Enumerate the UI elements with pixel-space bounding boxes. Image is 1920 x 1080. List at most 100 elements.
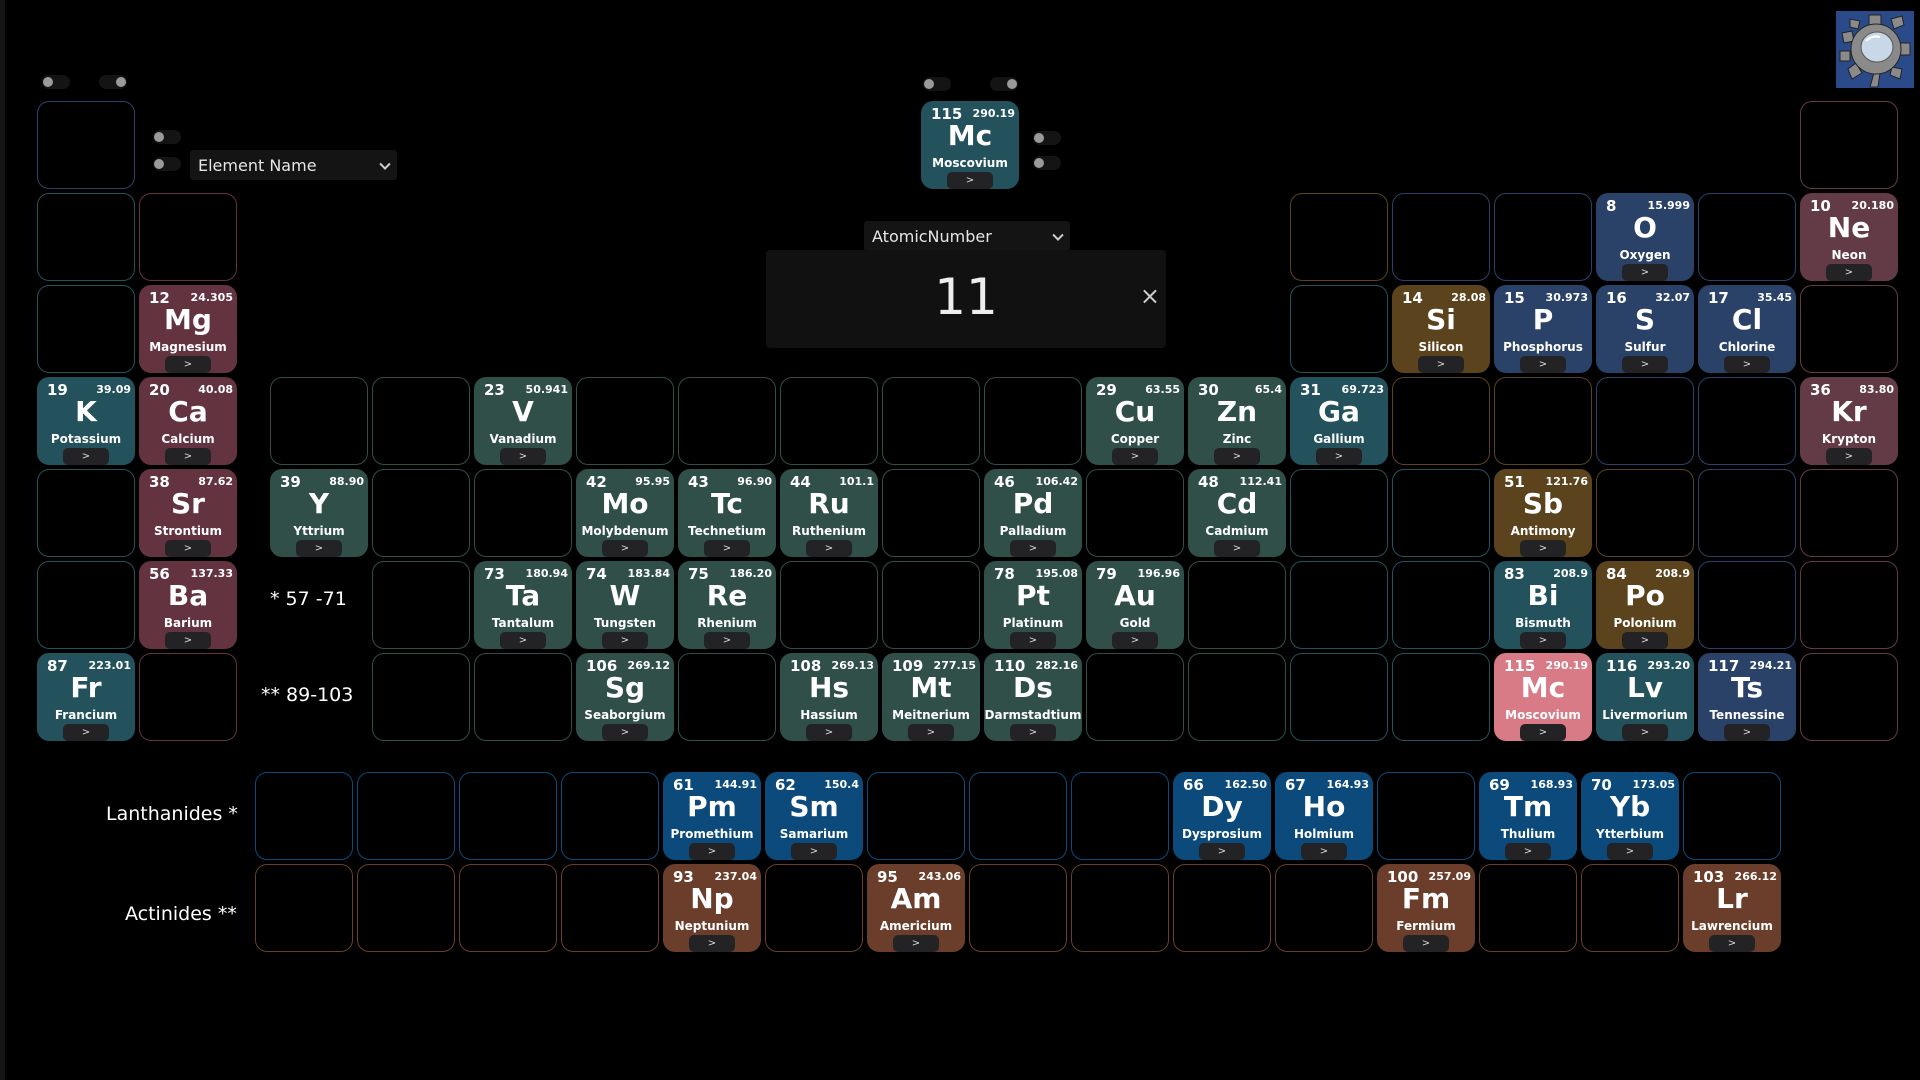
element-cell-sodium[interactable] bbox=[37, 285, 135, 373]
toggle-switch[interactable] bbox=[990, 77, 1018, 91]
element-cell-californium[interactable] bbox=[1173, 864, 1271, 952]
element-cell-osmium[interactable] bbox=[780, 561, 878, 649]
details-button[interactable]: > bbox=[1709, 935, 1755, 952]
details-button[interactable]: > bbox=[791, 843, 837, 860]
details-button[interactable]: > bbox=[1112, 632, 1158, 649]
element-cell-carbon[interactable] bbox=[1392, 193, 1490, 281]
element-cell-selenium[interactable] bbox=[1596, 377, 1694, 465]
element-cell-actinium[interactable] bbox=[255, 864, 353, 952]
element-cell-scandium[interactable] bbox=[270, 377, 368, 465]
details-button[interactable]: > bbox=[165, 632, 211, 649]
element-cell-silver[interactable] bbox=[1086, 469, 1184, 557]
element-cell-erbium[interactable] bbox=[1377, 772, 1475, 860]
element-cell-copernicium[interactable] bbox=[1188, 653, 1286, 741]
element-cell-dubnium[interactable] bbox=[474, 653, 572, 741]
details-button[interactable]: > bbox=[1010, 632, 1056, 649]
details-button[interactable]: > bbox=[1418, 356, 1464, 373]
details-button[interactable]: > bbox=[1826, 448, 1872, 465]
element-cell-titanium[interactable] bbox=[372, 377, 470, 465]
details-button[interactable]: > bbox=[1622, 724, 1668, 741]
element-cell-rubidium[interactable] bbox=[37, 469, 135, 557]
element-cell-boron[interactable] bbox=[1290, 193, 1388, 281]
element-cell-einsteinium[interactable] bbox=[1275, 864, 1373, 952]
details-button[interactable]: > bbox=[806, 724, 852, 741]
details-button[interactable]: > bbox=[1010, 724, 1056, 741]
details-button[interactable]: > bbox=[1403, 935, 1449, 952]
details-button[interactable]: > bbox=[1622, 632, 1668, 649]
details-button[interactable]: > bbox=[1622, 264, 1668, 281]
element-cell-lead[interactable] bbox=[1392, 561, 1490, 649]
element-cell-plutonium[interactable] bbox=[765, 864, 863, 952]
element-cell-uranium[interactable] bbox=[561, 864, 659, 952]
details-button[interactable]: > bbox=[1112, 448, 1158, 465]
sort-field-select[interactable]: AtomicNumber bbox=[864, 221, 1070, 251]
details-button[interactable]: > bbox=[500, 448, 546, 465]
details-button[interactable]: > bbox=[1724, 356, 1770, 373]
element-cell-zirconium[interactable] bbox=[372, 469, 470, 557]
details-button[interactable]: > bbox=[1316, 448, 1362, 465]
element-cell-nitrogen[interactable] bbox=[1494, 193, 1592, 281]
details-button[interactable]: > bbox=[689, 935, 735, 952]
element-cell-thorium[interactable] bbox=[357, 864, 455, 952]
details-button[interactable]: > bbox=[704, 632, 750, 649]
toggle-switch[interactable] bbox=[1033, 131, 1061, 145]
details-button[interactable]: > bbox=[1520, 540, 1566, 557]
details-button[interactable]: > bbox=[500, 632, 546, 649]
details-button[interactable]: > bbox=[1520, 632, 1566, 649]
element-cell-lanthanum[interactable] bbox=[255, 772, 353, 860]
details-button[interactable]: > bbox=[1520, 356, 1566, 373]
details-button[interactable]: > bbox=[165, 448, 211, 465]
toggle-switch[interactable] bbox=[1033, 156, 1061, 170]
element-cell-terbium[interactable] bbox=[1071, 772, 1169, 860]
element-cell-neodymium[interactable] bbox=[561, 772, 659, 860]
element-cell-germanium[interactable] bbox=[1392, 377, 1490, 465]
element-cell-bohrium[interactable] bbox=[678, 653, 776, 741]
element-cell-cobalt[interactable] bbox=[882, 377, 980, 465]
details-button[interactable]: > bbox=[165, 540, 211, 557]
search-input-value[interactable]: 11 bbox=[934, 268, 998, 326]
details-button[interactable]: > bbox=[1622, 356, 1668, 373]
element-cell-astatine[interactable] bbox=[1698, 561, 1796, 649]
toggle-switch[interactable] bbox=[42, 75, 70, 89]
element-cell-nihonium[interactable] bbox=[1290, 653, 1388, 741]
details-button[interactable]: > bbox=[893, 935, 939, 952]
element-cell-curium[interactable] bbox=[969, 864, 1067, 952]
details-button[interactable]: > bbox=[1214, 540, 1260, 557]
element-cell-roentgenium[interactable] bbox=[1086, 653, 1184, 741]
element-cell-rhodium[interactable] bbox=[882, 469, 980, 557]
element-cell-thallium[interactable] bbox=[1290, 561, 1388, 649]
element-cell-radium[interactable] bbox=[139, 653, 237, 741]
search-input[interactable]: 11 × bbox=[766, 250, 1166, 348]
element-cell-helium[interactable] bbox=[1800, 101, 1898, 189]
element-cell-bromine[interactable] bbox=[1698, 377, 1796, 465]
